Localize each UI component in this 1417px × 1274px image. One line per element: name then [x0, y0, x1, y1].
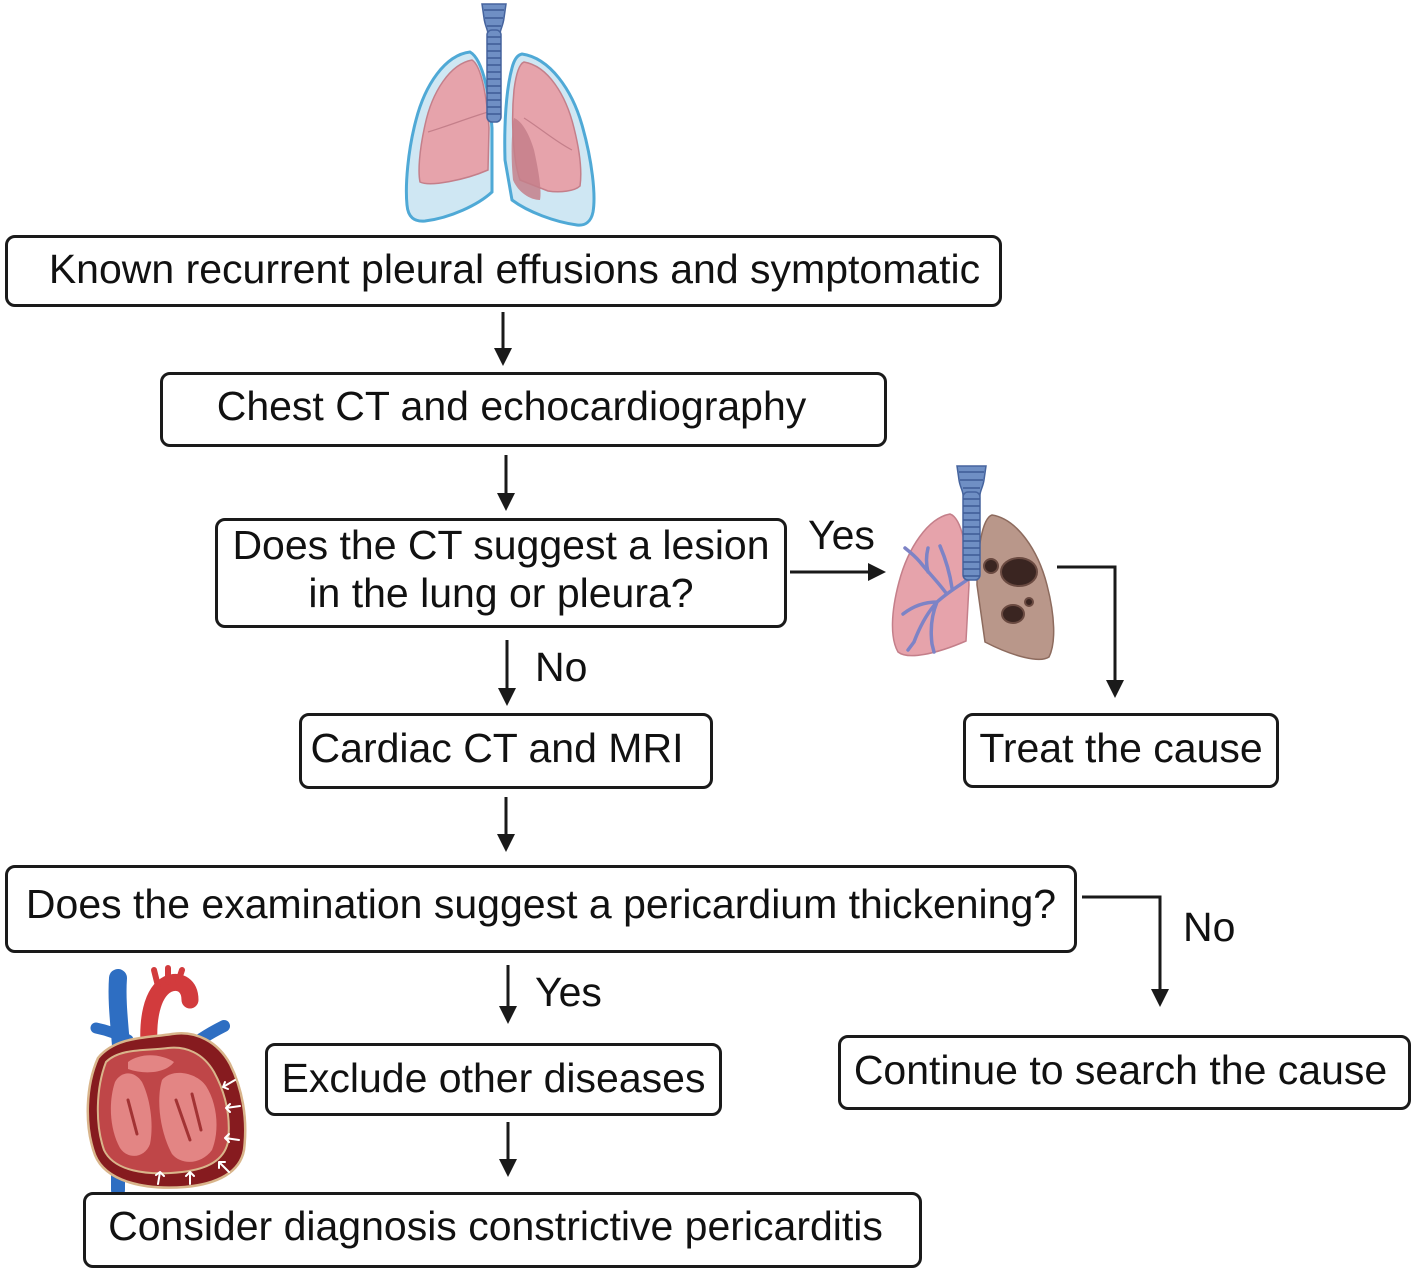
node-chest-ct-echo: Chest CT and echocardiography — [160, 372, 887, 447]
heart-pericardium-icon — [86, 965, 247, 1197]
right-lung-medial-shade — [511, 118, 541, 200]
node-label: Does the examination suggest a pericardi… — [25, 881, 1057, 927]
arrow-exclude-to-diagnosis — [499, 1122, 517, 1177]
arrow-cardiac-to-thickening-question — [497, 797, 515, 852]
trachea-rings — [959, 471, 984, 577]
bronchial-tree — [901, 544, 972, 654]
arrow-lesion-no — [498, 640, 516, 706]
node-exclude-diseases: Exclude other diseases — [265, 1043, 722, 1116]
node-label-line-1: Does the CT suggest a lesion — [232, 522, 770, 568]
arrow-effusions-to-imaging — [494, 312, 512, 366]
arrow-to-treat-cause — [1057, 565, 1124, 698]
tumor-small — [983, 558, 999, 574]
trachea-rings — [484, 9, 504, 115]
node-pleural-effusions: Known recurrent pleural effusions and sy… — [5, 235, 1002, 307]
trachea — [962, 491, 981, 581]
pulmonary-vessel-left — [90, 1022, 134, 1046]
node-diagnosis: Consider diagnosis constrictive pericard… — [83, 1192, 922, 1268]
node-label: Chest CT and echocardiography — [216, 382, 807, 429]
left-ventricle — [159, 1072, 217, 1162]
trachea — [486, 29, 502, 123]
branch-label-lesion-no: No — [535, 644, 588, 690]
left-lung — [418, 59, 490, 185]
node-label: Continue to search the cause — [853, 1046, 1388, 1093]
node-label: Known recurrent pleural effusions and sy… — [48, 246, 981, 292]
node-lesion-question: Does the CT suggest a lesion in the lung… — [215, 518, 787, 628]
node-continue-search: Continue to search the cause — [838, 1035, 1411, 1110]
tumor-medium — [1001, 604, 1025, 624]
papillary-muscles — [126, 1092, 203, 1142]
arrow-imaging-to-lesion-question — [497, 455, 515, 511]
diseased-lung — [976, 514, 1055, 661]
node-label: Consider diagnosis constrictive pericard… — [108, 1203, 883, 1249]
node-label: Cardiac CT and MRI — [310, 725, 684, 771]
aortic-branches — [151, 965, 185, 989]
node-label: Treat the cause — [979, 724, 1263, 771]
branch-label-thickening-no: No — [1183, 904, 1236, 950]
node-label: Exclude other diseases — [281, 1054, 706, 1101]
lungs-tumor-icon — [891, 465, 1055, 661]
branch-label-lesion-yes: Yes — [808, 512, 875, 558]
atria — [128, 1055, 174, 1073]
arrow-thickening-yes — [499, 965, 517, 1024]
node-cardiac-ct-mri: Cardiac CT and MRI — [299, 713, 713, 789]
branch-label-thickening-yes: Yes — [535, 969, 602, 1015]
node-label-line-2: in the lung or pleura? — [308, 570, 694, 616]
arrow-thickening-no — [1082, 895, 1169, 1007]
tumor-tiny — [1024, 597, 1034, 607]
tumor-large — [1000, 557, 1038, 587]
constriction-arrows — [155, 1079, 241, 1185]
arrow-lesion-yes — [790, 563, 886, 581]
node-thickening-question: Does the examination suggest a pericardi… — [5, 865, 1077, 953]
node-treat-cause: Treat the cause — [963, 713, 1279, 788]
lungs-pleural-effusion-icon — [404, 3, 596, 227]
lung-fissures — [427, 111, 573, 151]
